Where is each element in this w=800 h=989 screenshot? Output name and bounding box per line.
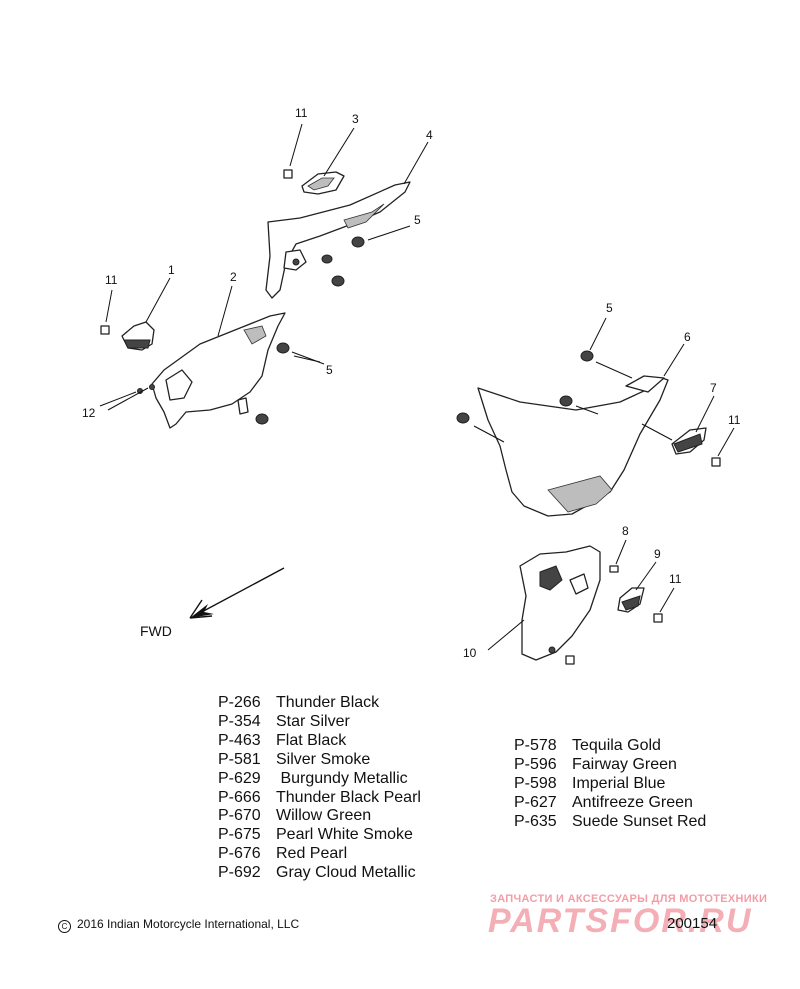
part-2-left-side-cover <box>151 312 286 429</box>
diagram-number: 200154 <box>667 915 718 932</box>
color-list-row: P-670 Willow Green <box>218 807 421 826</box>
copyright-icon: C <box>58 920 71 933</box>
color-list-row: P-692 Gray Cloud Metallic <box>218 864 421 883</box>
callout-9: 9 <box>654 547 661 561</box>
color-code: P-635 <box>514 812 557 830</box>
callout-10: 10 <box>463 646 477 660</box>
fwd-label: FWD <box>140 623 172 639</box>
color-code: P-578 <box>514 737 557 754</box>
color-name: Thunder Black Pearl <box>276 788 421 806</box>
watermark-logo: PARTSFOR.RU <box>488 902 753 940</box>
color-code: P-463 <box>218 731 261 749</box>
color-list-row: P-598 Imperial Blue <box>514 775 706 794</box>
color-list-row: P-629 Burgundy Metallic <box>218 770 421 789</box>
color-code: P-354 <box>218 712 261 730</box>
color-name: Red Pearl <box>276 845 348 863</box>
callout-11: 11 <box>105 273 118 287</box>
color-name: Antifreeze Green <box>572 793 693 811</box>
color-name: Pearl White Smoke <box>276 826 413 844</box>
part-11-screw-a <box>283 169 293 179</box>
color-name: Thunder Black <box>276 694 380 711</box>
color-code: P-596 <box>514 755 557 773</box>
copyright-text: 2016 Indian Motorcycle International, LL… <box>77 917 300 931</box>
part-1-side-badge <box>121 321 155 351</box>
forward-arrow: FWD <box>140 567 285 639</box>
callout-7: 7 <box>710 381 717 395</box>
color-list-row: P-666 Thunder Black Pearl <box>218 789 421 808</box>
copyright-notice: C 2016 Indian Motorcycle International, L… <box>58 917 299 933</box>
leader-lines <box>99 123 735 651</box>
callout-5: 5 <box>606 301 613 315</box>
color-code: P-629 <box>218 769 261 787</box>
part-4-upper-cover <box>265 181 411 299</box>
color-code: P-675 <box>218 826 261 844</box>
callout-6: 6 <box>684 330 691 344</box>
color-code: P-692 <box>218 864 261 882</box>
color-code: P-676 <box>218 845 261 863</box>
color-name: Fairway Green <box>572 755 677 773</box>
part-12-clips <box>137 384 155 394</box>
color-name: Suede Sunset Red <box>572 812 707 830</box>
color-list-row: P-266 Thunder Black <box>218 694 421 713</box>
color-code: P-581 <box>218 750 261 768</box>
callout-3: 3 <box>352 112 359 126</box>
color-name: Silver Smoke <box>276 750 371 768</box>
callout-11: 11 <box>728 413 741 427</box>
color-list-row: P-581 Silver Smoke <box>218 751 421 770</box>
part-11-screw-b <box>100 325 110 335</box>
color-name: Willow Green <box>276 807 372 825</box>
color-code: P-670 <box>218 807 261 825</box>
color-list-row: P-675 Pearl White Smoke <box>218 826 421 845</box>
callout-8: 8 <box>622 524 629 538</box>
color-list-row: P-596 Fairway Green <box>514 756 706 775</box>
color-list-row: P-578 Tequila Gold <box>514 737 706 756</box>
callout-4: 4 <box>426 128 433 142</box>
part-9-side-badge <box>617 587 645 613</box>
color-code: P-627 <box>514 793 557 811</box>
color-name: Gray Cloud Metallic <box>276 864 416 882</box>
part-7-side-badge <box>671 427 707 455</box>
color-name: Star Silver <box>276 712 350 730</box>
callout-labels: 11 3 4 5 11 1 2 5 12 5 6 7 11 8 9 11 10 <box>82 106 741 660</box>
watermark-subtitle: ЗАПЧАСТИ И АКСЕССУАРЫ ДЛЯ МОТОТЕХНИКИ <box>490 893 768 905</box>
part-5-grommet-c <box>456 350 594 424</box>
part-8-screw <box>609 565 619 573</box>
part-5-grommet-b <box>255 342 290 425</box>
color-name: Flat Black <box>276 731 347 749</box>
color-name: Tequila Gold <box>572 737 661 754</box>
color-code: P-598 <box>514 774 557 792</box>
color-code: P-266 <box>218 694 261 711</box>
callout-1: 1 <box>168 263 175 277</box>
callout-5: 5 <box>326 363 333 377</box>
callout-11: 11 <box>669 572 682 586</box>
color-name: Imperial Blue <box>572 774 666 792</box>
color-list-row: P-463 Flat Black <box>218 732 421 751</box>
callout-12: 12 <box>82 406 96 420</box>
color-list-row: P-676 Red Pearl <box>218 845 421 864</box>
color-list-row: P-627 Antifreeze Green <box>514 794 706 813</box>
part-3-trim-piece <box>301 171 345 195</box>
part-11-screw-c <box>711 457 721 467</box>
color-list-row: P-354 Star Silver <box>218 713 421 732</box>
callout-5: 5 <box>414 213 421 227</box>
callout-11: 11 <box>295 106 308 120</box>
callout-2: 2 <box>230 270 237 284</box>
color-code: P-666 <box>218 788 261 806</box>
part-6-right-side-cover <box>477 375 669 517</box>
part-11-screw-d <box>565 613 663 665</box>
color-name: Burgundy Metallic <box>276 769 408 787</box>
part-10-lower-cover <box>519 545 601 661</box>
part-5-grommet-a <box>321 236 365 287</box>
color-list-row: P-635 Suede Sunset Red <box>514 813 706 832</box>
